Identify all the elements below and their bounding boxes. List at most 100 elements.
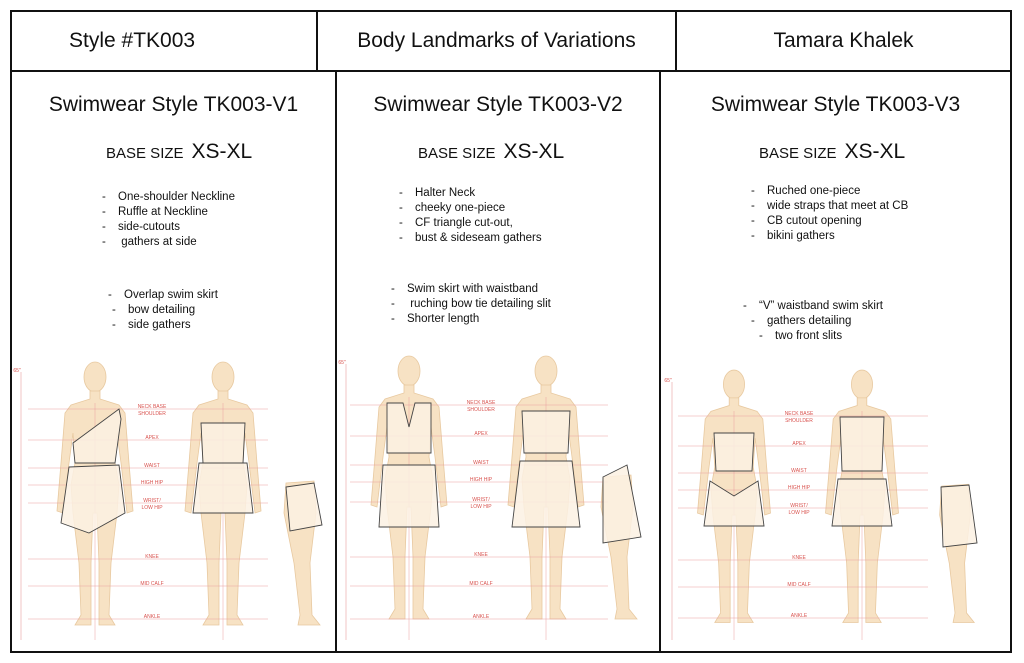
style-code: Style #TK003 [69, 29, 196, 52]
skirt-features-list: Overlap swim skirt bow detailing side ga… [108, 288, 218, 333]
height-mark-label: 65" [338, 360, 346, 366]
low-hip-line-label: LOW HIP [470, 504, 492, 510]
swim-skirt-front [378, 464, 440, 528]
overlap-skirt-back [192, 462, 254, 514]
variation-panel-v2: Swimwear Style TK003-V2 BASE SIZE XS-XL H… [337, 72, 659, 651]
overlap-skirt-front [60, 464, 126, 534]
neck-base-line-label: NECK BASE [138, 404, 167, 410]
halter-top-back [521, 410, 571, 454]
variation-panel-v3: Swimwear Style TK003-V3 BASE SIZE XS-XL R… [661, 72, 1010, 651]
base-size-label: BASE SIZE [759, 145, 837, 162]
head-shape [83, 361, 107, 393]
list-item: cheeky one-piece [399, 201, 542, 216]
base-size-label: BASE SIZE [106, 145, 184, 162]
head-shape [397, 355, 421, 387]
list-item: side-cutouts [102, 220, 235, 235]
head-shape [534, 355, 558, 387]
variation-title: Swimwear Style TK003-V1 [48, 93, 299, 116]
column-divider [335, 71, 337, 653]
column-divider [659, 71, 661, 653]
v-waistband-skirt-back [831, 478, 893, 527]
height-mark-label: 65" [13, 368, 21, 374]
list-item: two front slits [743, 329, 883, 344]
high-hip-line-label: HIGH HIP [470, 477, 493, 483]
list-item: Ruffle at Neckline [102, 205, 235, 220]
high-hip-line-label: HIGH HIP [141, 480, 164, 486]
shoulder-line-label: SHOULDER [467, 407, 495, 413]
ruched-top-front [713, 432, 755, 472]
ankle-line-label: ANKLE [473, 614, 490, 620]
low-hip-line-label: LOW HIP [141, 505, 163, 511]
list-item: Shorter length [391, 312, 551, 327]
one-shoulder-top-front [72, 408, 122, 464]
sheet-frame [10, 10, 1012, 653]
base-size: BASE SIZE XS-XL [418, 140, 564, 164]
low-hip-line-label: LOW HIP [788, 510, 810, 516]
apex-line-label: APEX [145, 435, 159, 441]
sheet-title: Body Landmarks of Variations [357, 29, 636, 52]
knee-line-label: KNEE [474, 552, 488, 558]
base-size-value: XS-XL [503, 140, 565, 163]
list-item: CF triangle cut-out, [399, 216, 542, 231]
mid-calf-line-label: MID CALF [787, 582, 810, 588]
list-item: gathers detailing [743, 314, 883, 329]
swim-skirt-back [511, 460, 581, 528]
list-item: Halter Neck [399, 186, 542, 201]
shoulder-line-label: SHOULDER [138, 411, 166, 417]
head-shape [851, 369, 873, 400]
croquis-group-v2 [345, 355, 642, 640]
croquis-group-v1 [20, 361, 323, 640]
head-shape [723, 369, 745, 400]
list-item: gathers at side [102, 235, 235, 250]
list-item: One-shoulder Neckline [102, 190, 235, 205]
top-features-list: Ruched one-piece wide straps that meet a… [751, 184, 908, 244]
waist-line-label: WAIST [791, 468, 807, 474]
mid-calf-line-label: MID CALF [140, 581, 163, 587]
list-item: Overlap swim skirt [108, 288, 218, 303]
base-size-value: XS-XL [844, 140, 906, 163]
list-item: CB cutout opening [751, 214, 908, 229]
skirt-side-view [940, 484, 978, 548]
waist-line-label: WAIST [473, 460, 489, 466]
list-item: bust & sideseam gathers [399, 231, 542, 246]
variation-title: Swimwear Style TK003-V3 [710, 93, 961, 116]
variation-title: Swimwear Style TK003-V2 [373, 93, 623, 116]
wrist-line-label: WRIST/ [472, 497, 490, 503]
list-item: Swim skirt with waistband [391, 282, 551, 297]
variation-panel-v1: Swimwear Style TK003-V1 BASE SIZE XS-XL O… [12, 72, 335, 651]
v-waistband-skirt-front [703, 480, 765, 527]
base-size: BASE SIZE XS-XL [106, 140, 252, 164]
apex-line-label: APEX [792, 441, 806, 447]
list-item: ruching bow tie detailing slit [391, 297, 551, 312]
waist-line-label: WAIST [144, 463, 160, 469]
list-item: bow detailing [108, 303, 218, 318]
skirt-side-view [285, 482, 323, 532]
halter-top-front [386, 402, 432, 454]
list-item: wide straps that meet at CB [751, 199, 908, 214]
croquis-group-v3 [671, 369, 978, 640]
knee-line-label: KNEE [792, 555, 806, 561]
height-mark-label: 65" [664, 378, 672, 384]
base-size-label: BASE SIZE [418, 145, 496, 162]
wrist-line-label: WRIST/ [790, 503, 808, 509]
neck-base-line-label: NECK BASE [785, 411, 814, 417]
list-item: Ruched one-piece [751, 184, 908, 199]
knee-line-label: KNEE [145, 554, 159, 560]
wide-strap-top-back [839, 416, 885, 472]
skirt-features-list: Swim skirt with waistband ruching bow ti… [391, 282, 551, 327]
skirt-side-view [602, 464, 642, 544]
mid-calf-line-label: MID CALF [469, 581, 492, 587]
wrist-line-label: WRIST/ [143, 498, 161, 504]
ankle-line-label: ANKLE [144, 614, 161, 620]
head-shape [211, 361, 235, 393]
base-size-value: XS-XL [191, 140, 253, 163]
base-size: BASE SIZE XS-XL [759, 140, 905, 164]
apex-line-label: APEX [474, 431, 488, 437]
list-item: bikini gathers [751, 229, 908, 244]
one-shoulder-top-back [200, 422, 246, 464]
shoulder-line-label: SHOULDER [785, 418, 813, 424]
list-item: “V” waistband swim skirt [743, 299, 883, 314]
skirt-features-list: “V” waistband swim skirt gathers detaili… [743, 299, 883, 344]
top-features-list: Halter Neck cheeky one-piece CF triangle… [399, 186, 542, 246]
